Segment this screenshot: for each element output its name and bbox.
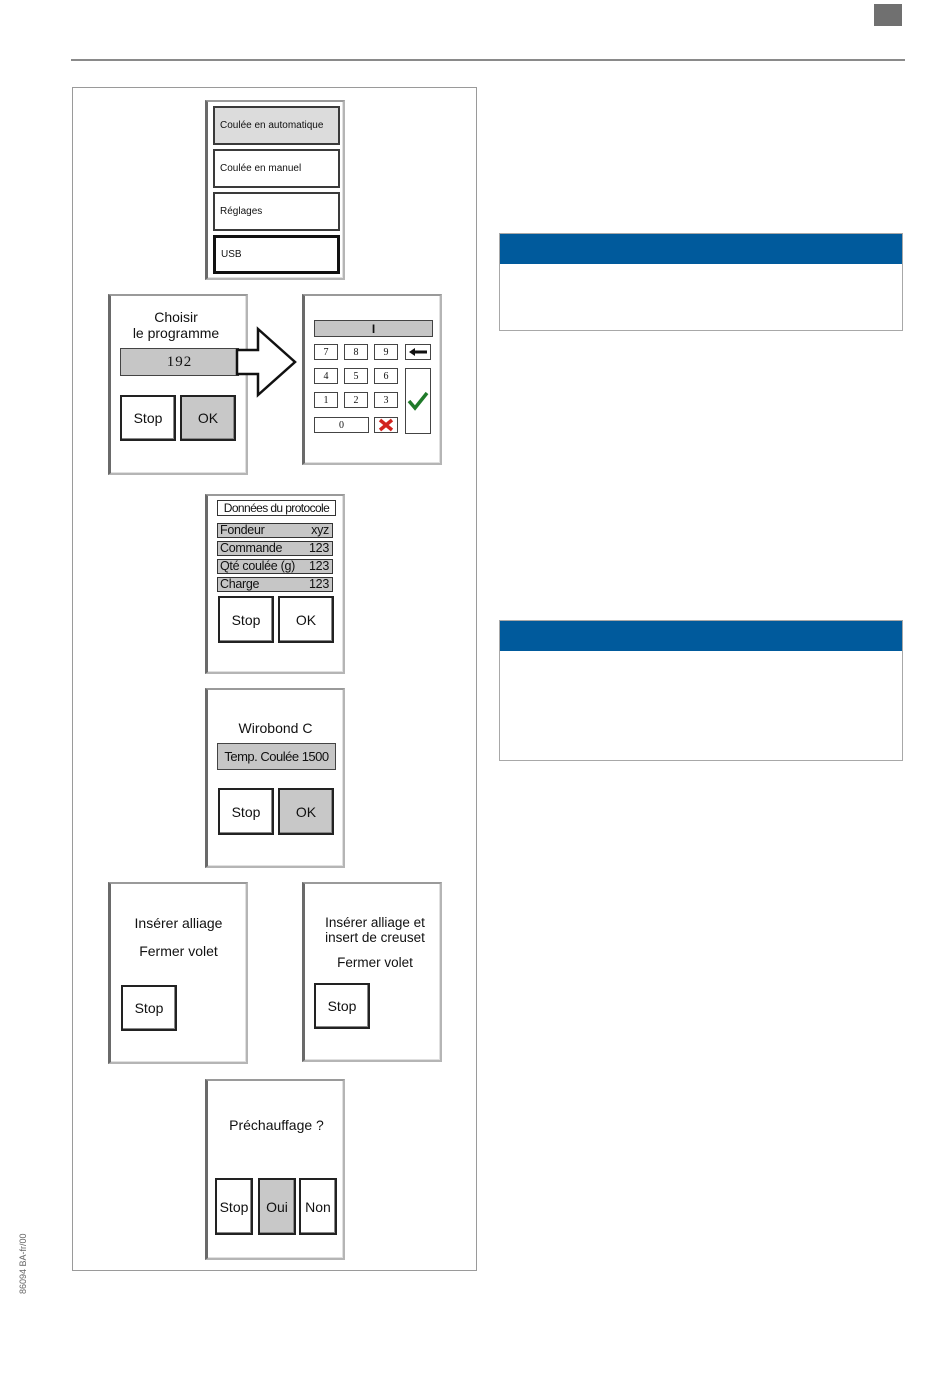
insert-crucible-screen: Insérer alliage et insert de creuset Fer…	[302, 882, 442, 1062]
stop-button[interactable]: Stop	[218, 788, 274, 835]
keypad-screen: I 7 8 9 4 5 6 1 2 3 0	[302, 294, 442, 465]
alloy-name: Wirobond C	[238, 720, 313, 736]
document-code: 86094 BA-fr/00	[6, 1222, 36, 1302]
alloy-screen: Wirobond C Temp. Coulée 1500 Stop OK	[205, 688, 345, 868]
notice-box-2	[499, 620, 903, 761]
stop-button[interactable]: Stop	[218, 596, 274, 643]
row-value: 123	[309, 559, 329, 573]
row-value: 123	[309, 577, 329, 591]
menu-item-auto-casting[interactable]: Coulée en automatique	[213, 106, 340, 145]
preheat-screen: Préchauffage ? Stop Oui Non	[205, 1079, 345, 1260]
row-value: xyz	[311, 523, 329, 537]
ok-button[interactable]: OK	[278, 596, 334, 643]
cancel-key[interactable]	[374, 417, 398, 433]
key-8[interactable]: 8	[344, 344, 368, 360]
ok-button[interactable]: OK	[180, 395, 236, 441]
protocol-title: Données du protocole	[217, 500, 336, 516]
stop-button[interactable]: Stop	[215, 1178, 253, 1235]
protocol-row-order[interactable]: Commande 123	[217, 541, 333, 556]
notice-box-1-header	[500, 234, 902, 264]
confirm-key[interactable]	[405, 368, 431, 434]
row-label: Qté coulée (g)	[220, 559, 296, 573]
key-2[interactable]: 2	[344, 392, 368, 408]
menu-item-usb[interactable]: USB	[213, 235, 340, 274]
header-rule	[71, 59, 905, 61]
notice-box-2-header	[500, 621, 902, 651]
backspace-key[interactable]	[405, 344, 431, 360]
menu-item-settings[interactable]: Réglages	[213, 192, 340, 231]
document-code-text: 86094 BA-fr/00	[18, 1233, 28, 1294]
close-flap-text: Fermer volet	[139, 943, 218, 959]
key-5[interactable]: 5	[344, 368, 368, 384]
protocol-screen: Données du protocole Fondeur xyz Commande…	[205, 494, 345, 674]
yes-button[interactable]: Oui	[258, 1178, 296, 1235]
notice-box-1	[499, 233, 903, 331]
key-4[interactable]: 4	[314, 368, 338, 384]
insert-alloy-and-text: Insérer alliage et	[325, 915, 425, 930]
program-number-field[interactable]: 192	[120, 348, 239, 376]
row-label: Charge	[220, 577, 260, 591]
row-label: Fondeur	[220, 523, 265, 537]
no-button[interactable]: Non	[299, 1178, 337, 1235]
check-icon	[407, 391, 429, 411]
stop-button[interactable]: Stop	[121, 985, 177, 1031]
crucible-insert-text: insert de creuset	[325, 930, 425, 945]
key-1[interactable]: 1	[314, 392, 338, 408]
page-marker-block	[874, 4, 902, 26]
casting-temperature-field[interactable]: Temp. Coulée 1500	[217, 743, 336, 770]
key-0[interactable]: 0	[314, 417, 369, 433]
row-label: Commande	[220, 541, 283, 555]
insert-alloy-text: Insérer alliage	[134, 915, 223, 931]
program-screen: Choisir le programme 192 Stop OK	[108, 294, 248, 475]
ok-button[interactable]: OK	[278, 788, 334, 835]
menu-item-manual-casting[interactable]: Coulée en manuel	[213, 149, 340, 188]
figure-frame	[72, 87, 477, 1271]
row-value: 123	[309, 541, 329, 555]
arrow-right-icon	[235, 326, 297, 398]
insert-alloy-screen: Insérer alliage Fermer volet Stop	[108, 882, 248, 1064]
stop-button[interactable]: Stop	[120, 395, 176, 441]
program-title-line2: le programme	[132, 325, 220, 341]
arrow-left-icon	[409, 348, 427, 356]
stop-button[interactable]: Stop	[314, 983, 370, 1029]
close-flap-text: Fermer volet	[337, 955, 413, 970]
protocol-row-founder[interactable]: Fondeur xyz	[217, 523, 333, 538]
cross-icon	[378, 418, 394, 432]
protocol-row-batch[interactable]: Charge 123	[217, 577, 333, 592]
key-7[interactable]: 7	[314, 344, 338, 360]
protocol-row-quantity[interactable]: Qté coulée (g) 123	[217, 559, 333, 574]
key-6[interactable]: 6	[374, 368, 398, 384]
key-3[interactable]: 3	[374, 392, 398, 408]
preheat-question: Préchauffage ?	[229, 1117, 324, 1133]
key-9[interactable]: 9	[374, 344, 398, 360]
menu-screen: Coulée en automatique Coulée en manuel R…	[205, 100, 345, 280]
keypad-display: I	[314, 320, 433, 337]
program-title-line1: Choisir	[154, 309, 198, 325]
